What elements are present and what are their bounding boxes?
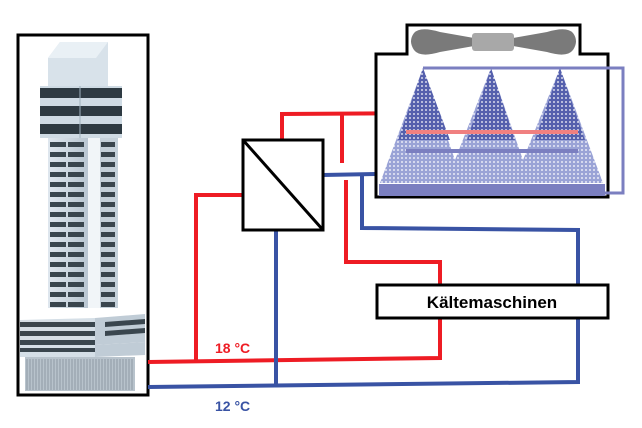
window	[68, 212, 84, 217]
window	[50, 302, 66, 307]
return-temp-label: 12 °C	[215, 398, 250, 414]
window	[50, 182, 66, 187]
window	[101, 212, 115, 217]
building-plinth	[26, 359, 133, 390]
cold-pipe-building-supply	[147, 175, 580, 389]
window	[50, 272, 66, 277]
window	[50, 142, 66, 147]
window	[101, 222, 115, 227]
window	[101, 202, 115, 207]
window	[68, 272, 84, 277]
window	[68, 182, 84, 187]
window	[101, 152, 115, 157]
heat-exchanger	[241, 138, 325, 232]
window	[68, 222, 84, 227]
window	[101, 282, 115, 287]
building	[16, 33, 150, 397]
building-crown	[40, 86, 122, 138]
window	[50, 162, 66, 167]
window	[68, 242, 84, 247]
window	[50, 292, 66, 297]
window	[68, 162, 84, 167]
chiller-label: Kältemaschinen	[427, 293, 557, 312]
cooling-tower-basin	[379, 184, 605, 196]
window	[101, 172, 115, 177]
window	[68, 172, 84, 177]
window	[50, 282, 66, 287]
fan-icon	[411, 29, 576, 55]
window	[68, 292, 84, 297]
window	[101, 262, 115, 267]
window	[50, 242, 66, 247]
window	[68, 302, 84, 307]
window	[101, 252, 115, 257]
window	[50, 262, 66, 267]
window	[68, 152, 84, 157]
window	[50, 252, 66, 257]
window	[101, 272, 115, 277]
window	[101, 192, 115, 197]
window	[101, 232, 115, 237]
window	[68, 192, 84, 197]
window	[50, 232, 66, 237]
window	[101, 242, 115, 247]
warm-pipe-hx-primary	[194, 193, 243, 362]
window	[50, 212, 66, 217]
window	[68, 252, 84, 257]
cooling-tower	[374, 23, 625, 199]
building-windows	[50, 142, 115, 307]
window	[68, 142, 84, 147]
window	[50, 152, 66, 157]
warm-pipe-building-return	[147, 180, 442, 364]
tower-coil	[404, 130, 578, 153]
window	[68, 282, 84, 287]
window	[68, 202, 84, 207]
window	[50, 172, 66, 177]
window	[101, 292, 115, 297]
window	[50, 192, 66, 197]
window	[101, 162, 115, 167]
window	[101, 182, 115, 187]
spray-cones	[380, 68, 603, 183]
chiller-box: Kältemaschinen	[375, 283, 610, 320]
window	[50, 222, 66, 227]
window	[68, 262, 84, 267]
window	[68, 232, 84, 237]
window	[101, 302, 115, 307]
supply-temp-label: 18 °C	[215, 340, 250, 356]
spray-distribution-pipe	[423, 66, 625, 195]
window	[101, 142, 115, 147]
window	[50, 202, 66, 207]
